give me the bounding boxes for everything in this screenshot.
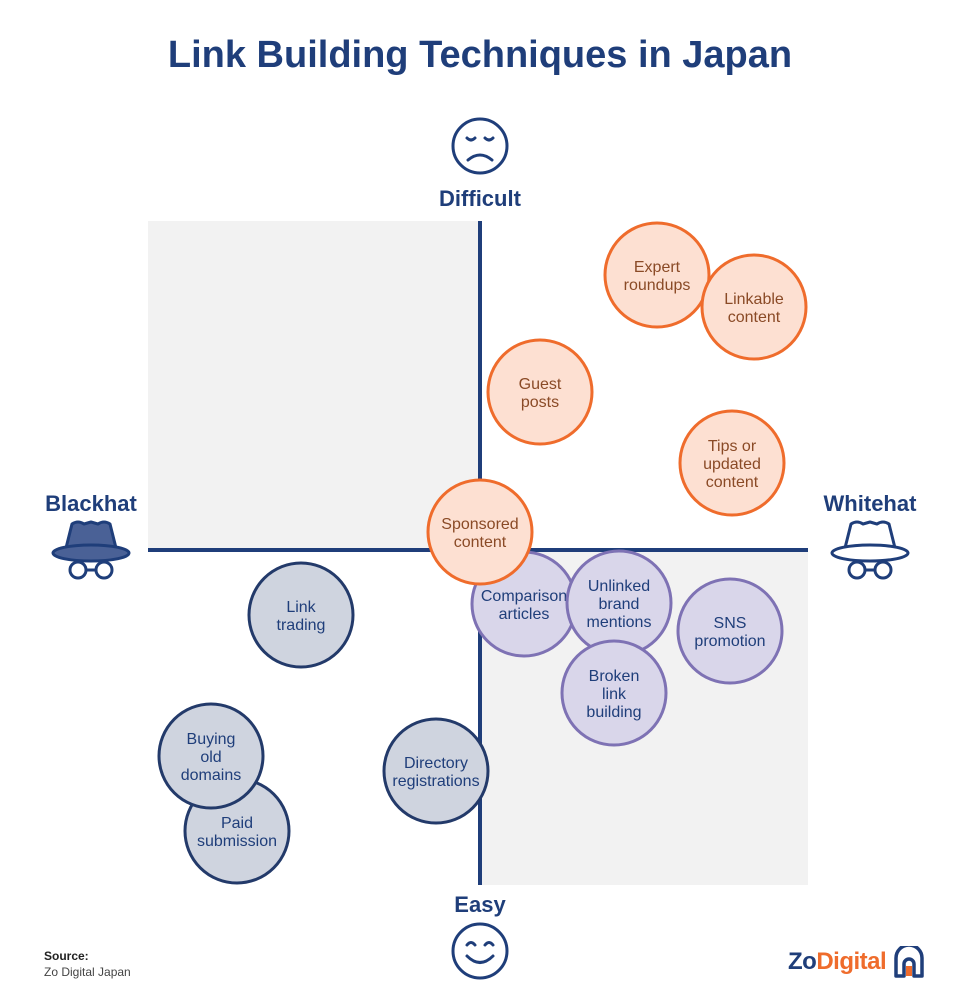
zodigital-mark-icon xyxy=(894,946,924,978)
bubble-label: articles xyxy=(499,606,550,623)
bubble-label: link xyxy=(602,686,627,703)
bubble-circle xyxy=(700,253,808,361)
quadrant-top-left xyxy=(148,221,480,550)
bubble-label: promotion xyxy=(694,633,765,650)
bubble-label: submission xyxy=(197,833,277,850)
bubble-label: old xyxy=(200,749,221,766)
bubble-label: building xyxy=(586,704,641,721)
blackhat-spy-icon xyxy=(51,520,131,580)
bubble-label: updated xyxy=(703,456,761,473)
bubble-circle xyxy=(603,221,711,329)
diagram-title: Link Building Techniques in Japan xyxy=(167,34,793,76)
bubble-label: content xyxy=(728,309,781,326)
bubble-circle xyxy=(676,577,784,685)
bubble-label: Paid xyxy=(221,815,253,832)
bubble-label: SNS xyxy=(714,615,747,632)
bubble-label: Sponsored xyxy=(441,516,518,533)
source-text: Zo Digital Japan xyxy=(44,965,131,979)
bubble-label: Guest xyxy=(519,376,562,393)
bubble-label: Link xyxy=(286,599,316,616)
bubble-label: posts xyxy=(521,394,559,411)
sad-face-icon xyxy=(451,117,509,175)
bubble-circle xyxy=(486,338,594,446)
smile-face-icon xyxy=(451,922,509,980)
logo-digital: Digital xyxy=(816,948,887,975)
bubble-label: Tips or xyxy=(708,438,757,455)
bubble-circle xyxy=(247,561,355,669)
bubble-label: mentions xyxy=(587,614,652,631)
axis-label-top: Difficult xyxy=(439,186,521,211)
bubble-group: ExpertroundupsLinkablecontentGuestpostsT… xyxy=(157,221,808,885)
bubble-label: trading xyxy=(277,617,326,634)
bubble-label: content xyxy=(706,474,759,491)
bubble-label: Buying xyxy=(187,731,236,748)
axis-label-bottom: Easy xyxy=(454,892,506,917)
whitehat-spy-icon xyxy=(830,520,910,580)
axis-label-right: Whitehat xyxy=(823,491,917,516)
bubble-label: Broken xyxy=(589,668,640,685)
bubble-circle xyxy=(382,717,490,825)
bubble-label: Expert xyxy=(634,259,681,276)
bubble-circle xyxy=(678,409,786,517)
bubble-label: Linkable xyxy=(724,291,784,308)
bubble-label: domains xyxy=(181,767,241,784)
source-label: Source: xyxy=(44,949,89,963)
bubble-label: registrations xyxy=(392,773,479,790)
bubble-label: Comparison xyxy=(481,588,567,605)
bubble-label: content xyxy=(454,534,507,551)
bubble-circle xyxy=(157,702,265,810)
axis-label-left: Blackhat xyxy=(45,491,137,516)
bubble-circle xyxy=(560,639,668,747)
logo-zo: Zo xyxy=(788,948,817,975)
bubble-label: Directory xyxy=(404,755,468,772)
bubble-label: brand xyxy=(599,596,640,613)
source-note: Source: Zo Digital Japan xyxy=(44,948,131,980)
bubble-label: roundups xyxy=(624,277,691,294)
bubble-circle xyxy=(426,478,534,586)
bubble-label: Unlinked xyxy=(588,578,650,595)
